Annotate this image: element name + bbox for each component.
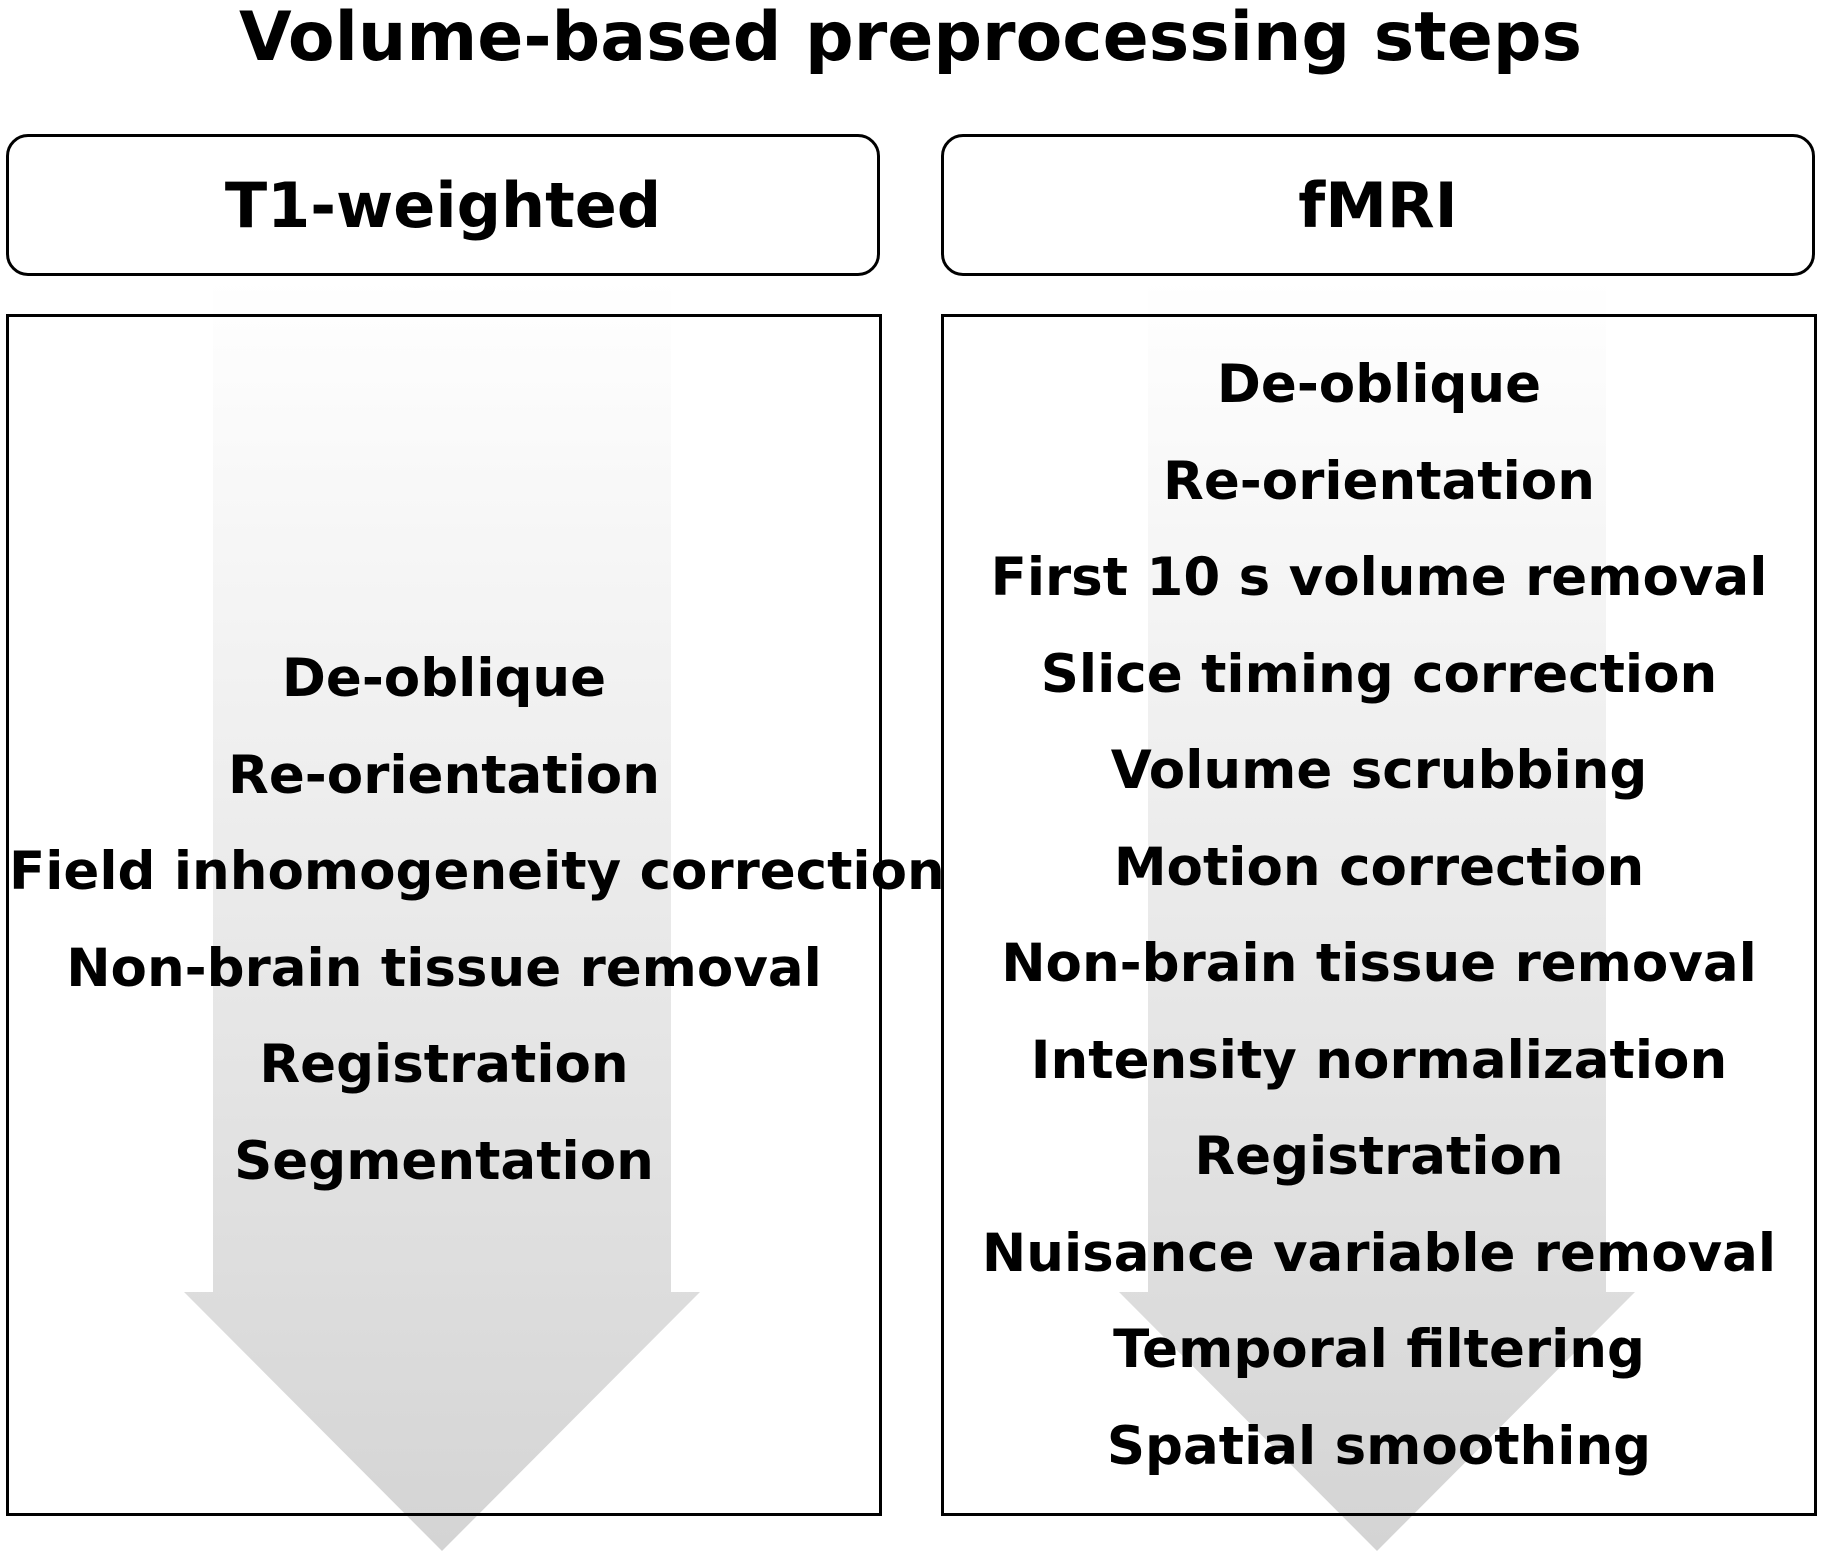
- step-item: Intensity normalization: [1030, 1029, 1728, 1091]
- t1-weighted-step-list: De-oblique Re-orientation Field inhomoge…: [9, 631, 945, 1210]
- step-item: Field inhomogeneity correction: [9, 841, 945, 902]
- fmri-header: fMRI: [941, 134, 1815, 276]
- step-item: Motion correction: [1113, 836, 1645, 898]
- step-item: First 10 s volume removal: [990, 547, 1768, 608]
- diagram-title: Volume-based preprocessing steps: [239, 0, 1582, 77]
- step-item: Registration: [1194, 1126, 1564, 1187]
- step-item: Temporal filtering: [1113, 1319, 1645, 1380]
- step-item: Nuisance variable removal: [981, 1222, 1777, 1284]
- t1-weighted-steps-panel: De-oblique Re-orientation Field inhomoge…: [6, 314, 945, 1516]
- step-item: De-oblique: [1216, 354, 1542, 415]
- t1-weighted-header: T1-weighted: [6, 134, 880, 276]
- step-item: Non-brain tissue removal: [1001, 933, 1757, 994]
- fmri-steps-panel: De-oblique Re-orientation First 10 s vol…: [941, 314, 1817, 1516]
- step-item: Spatial smoothing: [1106, 1415, 1652, 1477]
- step-item: Registration: [259, 1034, 629, 1095]
- left-down-arrow-icon: [184, 278, 700, 1551]
- step-item: Re-orientation: [228, 744, 660, 806]
- step-item: Segmentation: [234, 1130, 654, 1192]
- right-down-arrow-icon: [1119, 278, 1635, 1551]
- step-item: Volume scrubbing: [1110, 740, 1648, 801]
- step-item: De-oblique: [281, 648, 607, 709]
- step-item: Slice timing correction: [1040, 643, 1718, 705]
- fmri-step-list: De-oblique Re-orientation First 10 s vol…: [944, 337, 1814, 1495]
- step-item: Non-brain tissue removal: [66, 937, 822, 999]
- step-item: Re-orientation: [1163, 450, 1595, 512]
